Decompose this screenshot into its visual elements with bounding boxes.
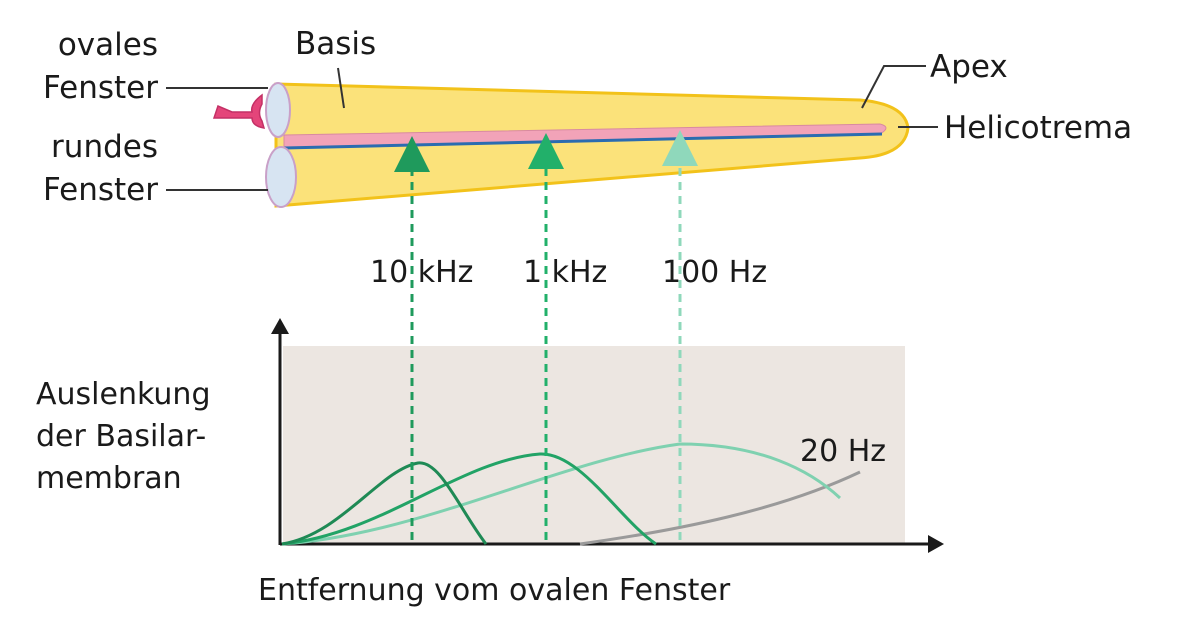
freq-label-1khz: 1 kHz	[523, 255, 607, 290]
curve-1khz	[281, 452, 657, 546]
label-round-window-2: Fenster	[43, 172, 158, 208]
label-oval-window-2: Fenster	[43, 70, 158, 106]
basilar-membrane-edge	[283, 132, 883, 150]
label-round-window-1: rundes	[51, 129, 158, 165]
label-base: Basis	[295, 26, 376, 62]
label-oval-window-1: ovales	[58, 27, 158, 63]
y-axis-label-2: der Basilar-	[36, 419, 206, 454]
label-helicotrema: Helicotrema	[944, 110, 1132, 146]
leader-base	[337, 67, 345, 109]
curve-label-20hz: 20 Hz	[800, 434, 886, 469]
round-window	[265, 146, 297, 208]
x-axis-arrow	[928, 535, 944, 553]
leader-apex	[861, 65, 926, 109]
oval-window	[265, 82, 291, 138]
cochlea-body	[274, 82, 910, 208]
y-axis-arrow	[271, 318, 289, 334]
curve-100hz	[281, 442, 842, 546]
y-axis-label-1: Auslenkung	[36, 377, 211, 412]
stapes-icon	[212, 93, 266, 129]
y-axis-label-3: membran	[36, 461, 182, 496]
x-axis-label: Entfernung vom ovalen Fenster	[258, 573, 731, 608]
label-apex: Apex	[930, 49, 1008, 85]
freq-label-100hz: 100 Hz	[662, 255, 767, 290]
curve-10khz	[281, 461, 488, 546]
freq-label-10khz: 10 kHz	[370, 255, 473, 290]
plot-background	[283, 346, 905, 543]
